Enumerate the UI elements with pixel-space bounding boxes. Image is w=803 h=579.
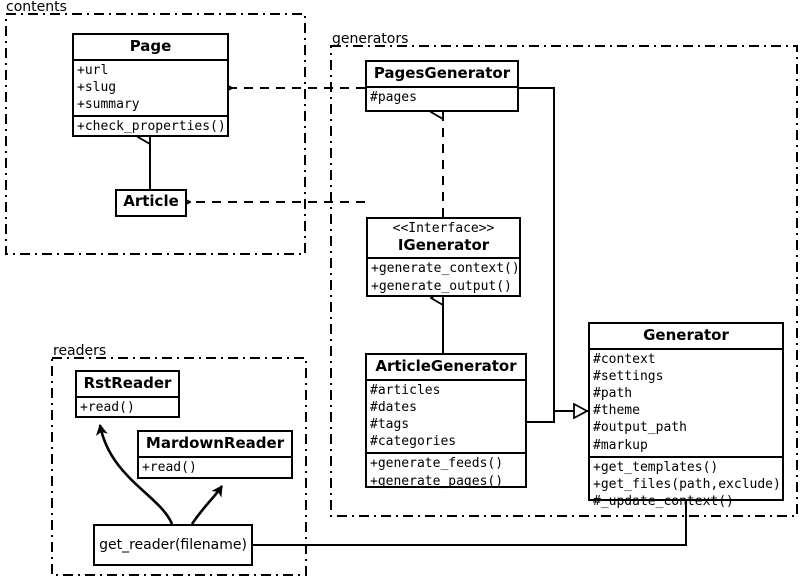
package-label-readers: readers <box>53 343 107 359</box>
class-page-name: Page <box>74 35 227 61</box>
class-article-generator-operations: +generate_feeds() +generate_pages() <box>367 454 525 491</box>
class-generator-operations: +get_templates() +get_files(path,exclude… <box>590 458 782 512</box>
class-pages-generator[interactable]: PagesGenerator #pages <box>365 60 519 112</box>
class-igenerator-name: <<Interface>> IGenerator <box>368 219 519 260</box>
operation-read: +read() <box>142 459 197 475</box>
generalization-pagesgenerator-to-generator <box>519 87 588 411</box>
package-border-contents <box>5 13 306 255</box>
class-article-generator-attributes: #articles #dates #tags #categories <box>367 381 525 455</box>
attribute-path: #path <box>593 386 633 402</box>
class-generator[interactable]: Generator #context #settings #path #them… <box>588 322 784 509</box>
class-igenerator[interactable]: <<Interface>> IGenerator +generate_conte… <box>366 217 521 297</box>
class-rst-reader[interactable]: RstReader +read() <box>75 370 180 418</box>
class-article-generator-name: ArticleGenerator <box>367 355 525 381</box>
class-mardown-reader[interactable]: MardownReader +read() <box>137 430 293 479</box>
operation-generate-pages: +generate_pages() <box>370 473 504 489</box>
class-mardown-reader-operations: +read() <box>139 458 291 478</box>
package-border-generators <box>330 45 798 517</box>
attribute-tags: #tags <box>370 417 410 433</box>
attribute-url: +url <box>77 62 109 78</box>
class-page[interactable]: Page +url +slug +summary +check_properti… <box>72 33 229 137</box>
attribute-pages: #pages <box>370 89 417 105</box>
class-page-operations: +check_properties() <box>74 117 227 137</box>
attribute-categories: #categories <box>370 434 457 450</box>
attribute-articles: #articles <box>370 382 441 398</box>
class-article-generator[interactable]: ArticleGenerator #articles #dates #tags … <box>365 353 527 491</box>
class-igenerator-stereotype: <<Interface>> <box>392 221 495 236</box>
package-label-generators: generators <box>332 31 409 47</box>
package-border-readers <box>51 357 307 576</box>
class-generator-attributes: #context #settings #path #theme #output_… <box>590 350 782 458</box>
class-rst-reader-operations: +read() <box>77 398 178 418</box>
creates-getreader-to-rstreader <box>95 424 174 525</box>
operation-check-properties: +check_properties() <box>77 119 226 135</box>
operation-generate-output: +generate_output() <box>371 278 512 294</box>
operation-get-files: +get_files(path,exclude) <box>593 476 781 492</box>
class-pages-generator-name: PagesGenerator <box>367 62 517 88</box>
creates-getreader-to-mardownreader <box>190 485 224 525</box>
class-rst-reader-name: RstReader <box>77 372 178 398</box>
attribute-summary: +summary <box>77 97 140 113</box>
operation-update-context: #_update_context() <box>593 494 734 510</box>
attribute-context: #context <box>593 351 656 367</box>
class-page-attributes: +url +slug +summary <box>74 61 227 118</box>
operation-get-templates: +get_templates() <box>593 459 719 475</box>
generalization-articlegenerator-to-generator <box>527 411 555 423</box>
class-igenerator-label: IGenerator <box>397 235 490 254</box>
attribute-dates: #dates <box>370 399 417 415</box>
attribute-markup: #markup <box>593 437 648 453</box>
function-get-reader[interactable]: get_reader(filename) <box>93 524 253 566</box>
attribute-slug: +slug <box>77 79 117 95</box>
operation-generate-context: +generate_context() <box>371 261 520 277</box>
attribute-theme: #theme <box>593 403 640 419</box>
function-get-reader-label: get_reader(filename) <box>99 537 247 553</box>
operation-generate-feeds: +generate_feeds() <box>370 456 504 472</box>
class-article[interactable]: Article <box>115 189 187 217</box>
package-label-contents: contents <box>6 0 67 15</box>
class-generator-name: Generator <box>590 324 782 350</box>
attribute-settings: #settings <box>593 368 664 384</box>
class-article-name: Article <box>123 192 179 210</box>
class-igenerator-operations: +generate_context() +generate_output() <box>368 259 520 296</box>
class-mardown-reader-name: MardownReader <box>139 432 291 458</box>
attribute-output-path: #output_path <box>593 420 687 436</box>
operation-read: +read() <box>80 399 135 415</box>
class-pages-generator-attributes: #pages <box>367 88 517 108</box>
